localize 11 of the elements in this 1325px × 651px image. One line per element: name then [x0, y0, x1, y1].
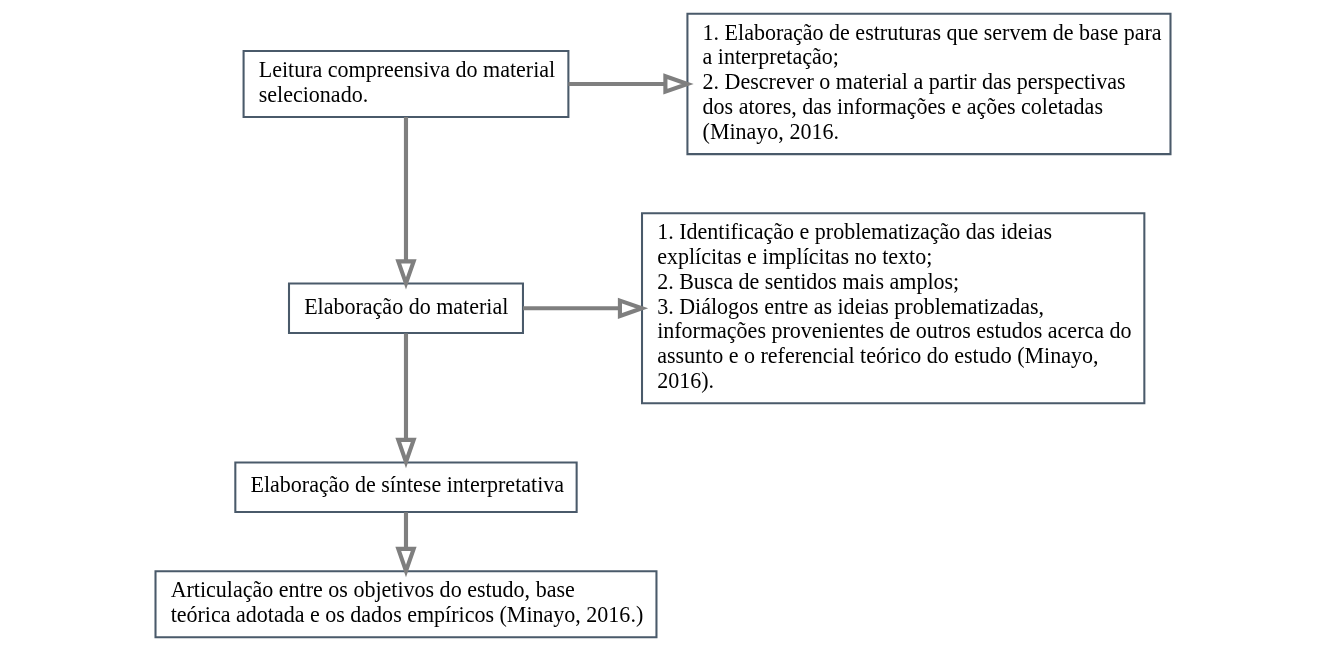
arrow: [522, 297, 648, 319]
arrow: [394, 333, 417, 469]
node-box: Elaboração de síntese interpretativa: [233, 461, 578, 513]
node-box: Leitura compreensiva do material selecionado.: [242, 49, 569, 119]
node-box: Articulação entre os objetivos do estudo, base teórica adotada e os dados empíricos (Minayo, 2016.): [154, 570, 657, 639]
node-box: 1. Identificação e problematização das ideias explícitas e implícitas no texto; 2. Busca de sentidos mais amplos; 3. Diálogos entre as ideias problematizadas, informações provenientes de outros estudos acerca do assunto e o referencial teórico do estudo (Minayo, 2016).: [640, 212, 1145, 405]
node-box: Elaboração do material: [287, 282, 524, 335]
node-box: 1. Elaboração de estruturas que servem de base para a interpretação; 2. Descrever o material a partir das perspectivas dos atores, das informações e ações coletadas (Minayo, 2016.: [685, 12, 1171, 156]
arrow: [394, 117, 417, 290]
arrow: [394, 512, 417, 578]
arrow: [567, 73, 694, 95]
